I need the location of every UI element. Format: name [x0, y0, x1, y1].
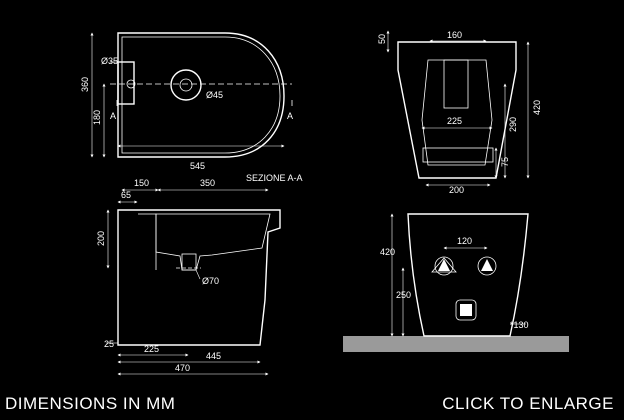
tap-hole-circle	[126, 79, 136, 89]
dim-d70: Ø70	[202, 276, 219, 286]
floor-slab	[343, 336, 569, 352]
enlarge-link[interactable]: CLICK TO ENLARGE	[442, 394, 614, 413]
dim-w160: 160	[447, 30, 462, 40]
dim-w225: 225	[447, 116, 462, 126]
dim-d35: Ø35	[101, 56, 118, 66]
dim-h290: 290	[508, 117, 518, 132]
dim-h420-front: 420	[532, 100, 542, 115]
top-view: Ø35 Ø45 360 180 545 A A	[80, 32, 293, 171]
dim-25: 25	[104, 339, 114, 349]
front-view: 160 225 200 50 420 290 75	[377, 30, 542, 195]
dim-h360: 360	[80, 77, 90, 92]
section-mark-left: A	[110, 111, 116, 121]
dim-120: 120	[457, 236, 472, 246]
dim-150: 150	[134, 178, 149, 188]
dim-445: 445	[206, 351, 221, 361]
dim-h420-back: 420	[380, 247, 395, 257]
bowl-drain-circle	[170, 69, 202, 101]
dim-200-section: 200	[96, 231, 106, 246]
dim-h75: 75	[500, 157, 510, 167]
bidet-section-outline	[117, 209, 281, 346]
dim-470: 470	[175, 363, 190, 373]
dim-w200: 200	[449, 185, 464, 195]
dim-d45: Ø45	[206, 90, 223, 100]
dim-h180: 180	[92, 110, 102, 125]
bidet-back-outline	[407, 213, 529, 337]
section-title: SEZIONE A-A	[246, 173, 303, 183]
section-mark-right: A	[287, 111, 293, 121]
dim-h50: 50	[377, 34, 387, 44]
dim-w545: 545	[190, 161, 205, 171]
dim-350: 350	[200, 178, 215, 188]
dim-h250: 250	[396, 290, 411, 300]
bidet-top-outline	[117, 32, 285, 158]
section-view: SEZIONE A-A 150 350 65 200 Ø70 25 225 44…	[96, 173, 303, 376]
dim-65: 65	[121, 190, 131, 200]
dim-225: 225	[144, 344, 159, 354]
dim-130: *130	[510, 320, 529, 330]
dimensions-caption: DIMENSIONS IN MM	[5, 394, 176, 413]
bidet-front-outline	[397, 41, 517, 179]
back-view: 120 420 250 *130	[343, 213, 569, 352]
